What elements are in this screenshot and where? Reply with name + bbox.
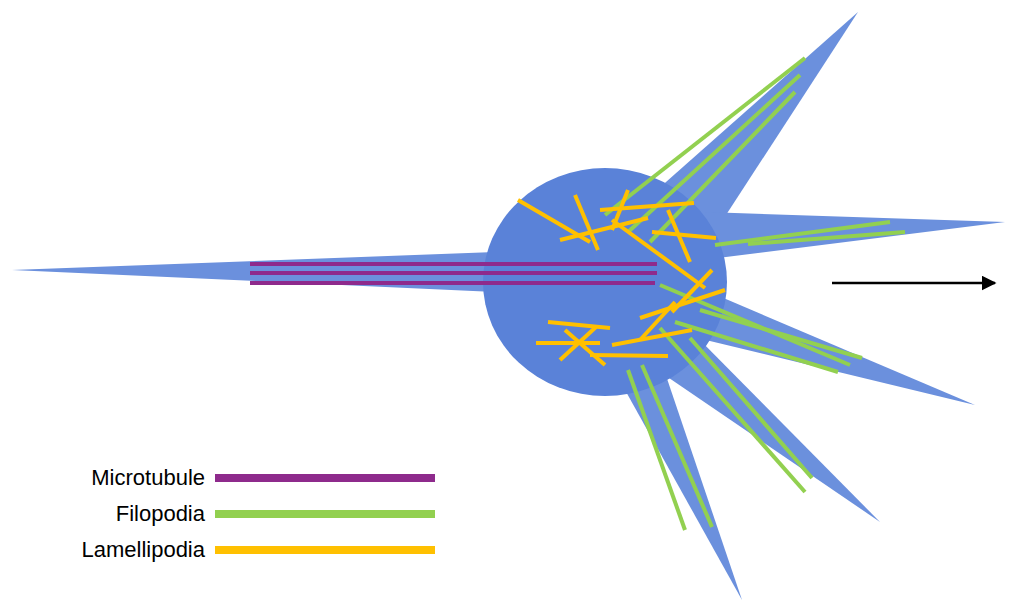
actin-fibre — [652, 232, 716, 238]
microtubules — [250, 264, 657, 283]
actin-fibre — [590, 355, 668, 356]
microtubule — [250, 262, 657, 266]
filopodium — [642, 365, 712, 527]
filopodium — [605, 58, 805, 215]
actin-fibre — [565, 330, 605, 365]
direction-arrow — [832, 282, 995, 285]
lamellipodia-mesh — [518, 190, 725, 365]
filopodium — [748, 232, 905, 244]
actin-fibre — [640, 290, 725, 318]
legend-label: Lamellipodia — [81, 537, 205, 563]
actin-fibre — [536, 341, 600, 345]
filopodium — [628, 75, 800, 232]
legend-label: Filopodia — [116, 501, 205, 527]
legend-swatch — [215, 546, 435, 554]
filopodia-fibres — [605, 58, 905, 530]
actin-fibre — [672, 270, 712, 312]
legend-label: Microtubule — [91, 465, 205, 491]
actin-fibre — [640, 302, 675, 340]
microtubule — [250, 281, 655, 285]
actin-fibre — [600, 203, 694, 210]
actin-fibre — [575, 195, 598, 250]
actin-fibre — [548, 322, 610, 328]
actin-fibre — [612, 330, 692, 345]
actin-fibre — [612, 220, 705, 288]
actin-fibre — [668, 210, 690, 262]
filopodium — [690, 338, 812, 478]
legend-swatch — [215, 510, 435, 518]
legend-swatch — [215, 474, 435, 482]
spike — [705, 212, 1005, 258]
spikes — [12, 12, 1005, 600]
spike — [615, 358, 742, 600]
filopodium — [660, 328, 805, 492]
microtubule — [250, 271, 657, 275]
filopodium — [700, 310, 862, 358]
